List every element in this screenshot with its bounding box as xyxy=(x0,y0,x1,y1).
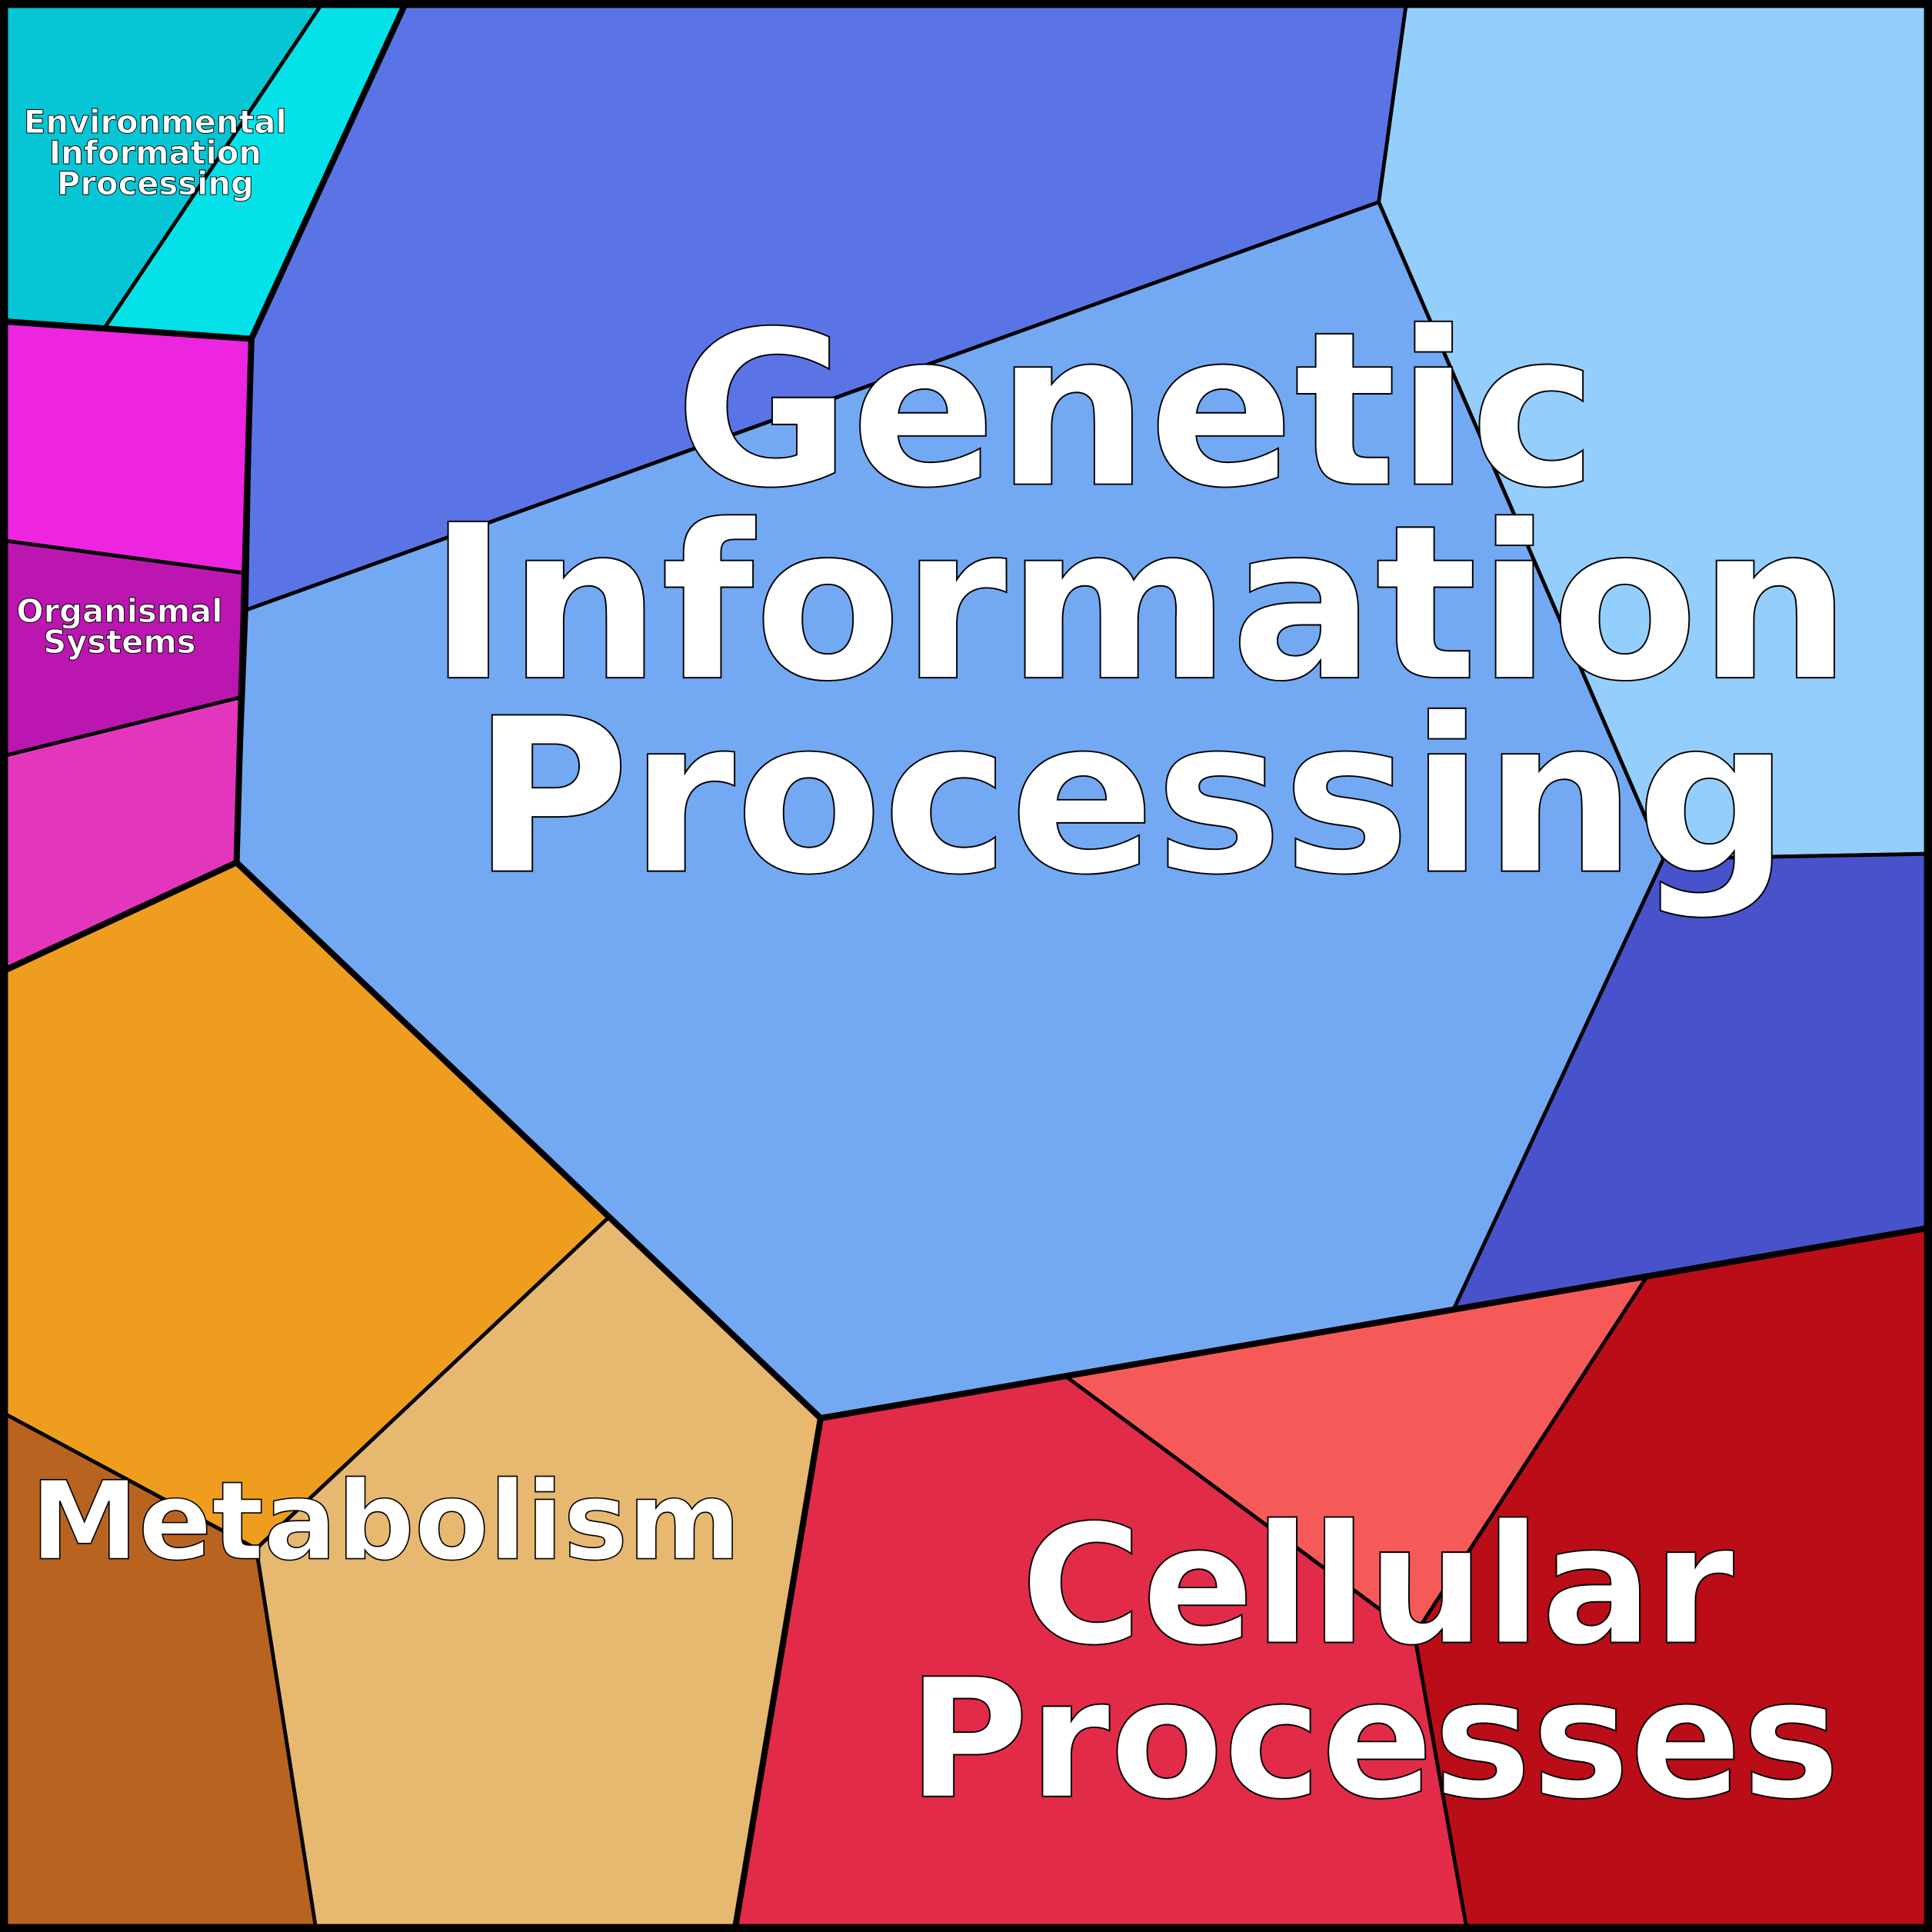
label-line: Metabolism xyxy=(31,1459,741,1585)
label-line: Information xyxy=(49,134,261,172)
label-line: Organismal xyxy=(16,592,222,630)
label-line: Environmental xyxy=(24,103,287,141)
label-environmental: Environmental Information Processing xyxy=(23,103,287,203)
label-genetic: Genetic Information Processing xyxy=(428,285,1852,923)
label-line: Processing xyxy=(472,672,1790,922)
label-metabolism: Metabolism xyxy=(30,1458,741,1586)
label-line: Genetic xyxy=(675,285,1597,535)
label-line: Cellular xyxy=(1021,1490,1734,1682)
label-cellular: Cellular Processes xyxy=(907,1489,1840,1837)
label-line: Processing xyxy=(57,165,254,202)
label-line: Systems xyxy=(43,623,195,661)
cell-organismal-1 xyxy=(4,319,254,575)
group-border xyxy=(732,1417,824,1927)
label-line: Processes xyxy=(908,1644,1840,1836)
label-line: Information xyxy=(428,478,1851,728)
label-organismal: Organismal Systems xyxy=(16,592,223,661)
